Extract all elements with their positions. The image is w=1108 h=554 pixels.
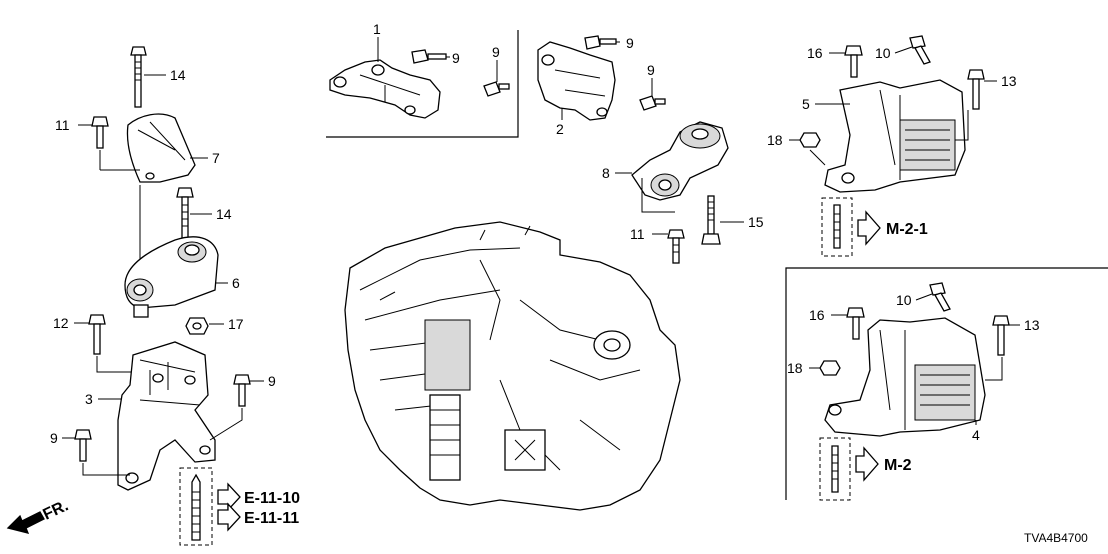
- bolt-16-top: [844, 45, 863, 78]
- section-box-part4: [785, 267, 1108, 500]
- bolt-9-top-c: [584, 35, 617, 50]
- nut-17: [185, 317, 209, 335]
- part-1-bracket: [329, 59, 441, 119]
- stud-m21: [821, 197, 853, 257]
- reference-e11-11: E-11-11: [244, 510, 299, 527]
- reference-e11-10: E-11-10: [244, 490, 300, 507]
- callout-9: 9: [452, 50, 460, 66]
- callout-3: 3: [85, 391, 93, 407]
- callout-13: 13: [1001, 73, 1017, 89]
- stud-e11: [179, 467, 213, 546]
- callout-7: 7: [212, 150, 220, 166]
- bolt-12: [88, 314, 106, 355]
- arrow-m2: [855, 446, 879, 482]
- bolt-9-top-a: [411, 49, 447, 64]
- stud-m2: [819, 437, 851, 501]
- nut-18-top: [799, 132, 821, 148]
- callout-15: 15: [748, 214, 764, 230]
- bolt-13-bottom: [992, 315, 1010, 356]
- callout-18: 18: [787, 360, 803, 376]
- part-3-bracket: [117, 341, 216, 491]
- arrow-e11-11: [217, 502, 241, 532]
- callout-8: 8: [602, 165, 610, 181]
- callout-16: 16: [807, 45, 823, 61]
- callout-11: 11: [630, 226, 645, 242]
- bolt-9-left-lower: [74, 429, 92, 462]
- bolt-10-bottom: [929, 282, 951, 312]
- callout-2: 2: [556, 121, 564, 137]
- part-6-rear-mount: [124, 236, 219, 318]
- bolt-9-left-mid: [233, 374, 251, 407]
- part-2-bracket: [537, 41, 616, 121]
- callout-14: 14: [216, 206, 232, 222]
- bolt-9-top-b: [483, 81, 510, 97]
- part-5-transmission-mount: [824, 79, 966, 193]
- arrow-e11-10: [217, 482, 241, 512]
- callout-6: 6: [232, 275, 240, 291]
- arrow-m21: [857, 210, 881, 246]
- engine-transmission-assembly: [344, 221, 681, 511]
- bolt-15: [701, 195, 721, 245]
- callout-5: 5: [802, 96, 810, 112]
- diagram-code: TVA4B4700: [1024, 531, 1088, 545]
- callout-9: 9: [50, 430, 58, 446]
- part-4-transmission-mount: [824, 317, 986, 437]
- section-box-part1: [326, 30, 519, 138]
- part-8-front-mount: [631, 121, 729, 201]
- callout-14: 14: [170, 67, 186, 83]
- reference-m2: M-2: [884, 457, 912, 474]
- callout-12: 12: [53, 315, 69, 331]
- callout-9: 9: [647, 62, 655, 78]
- callout-16: 16: [809, 307, 825, 323]
- callout-1: 1: [373, 21, 381, 37]
- bolt-16-bottom: [846, 307, 865, 340]
- nut-18-bottom: [819, 360, 841, 376]
- reference-m21: M-2-1: [886, 221, 928, 238]
- front-direction-arrow: [6, 511, 45, 534]
- callout-9: 9: [626, 35, 634, 51]
- callout-18: 18: [767, 132, 783, 148]
- callout-10: 10: [875, 45, 891, 61]
- callout-11: 11: [55, 117, 70, 133]
- callout-9: 9: [268, 373, 276, 389]
- bolt-13-top: [967, 69, 985, 110]
- bolt-14-top: [130, 46, 147, 108]
- bolt-10-top: [909, 35, 931, 65]
- bolt-11-center: [667, 229, 685, 264]
- part-7-stiffener: [126, 113, 196, 183]
- callout-9: 9: [492, 44, 500, 60]
- bolt-9-top-d: [639, 95, 666, 111]
- front-direction-label: FR.: [41, 497, 72, 523]
- callout-10: 10: [896, 292, 912, 308]
- callout-4: 4: [972, 427, 980, 443]
- bolt-11-left: [91, 116, 109, 149]
- callout-13: 13: [1024, 317, 1040, 333]
- bolt-14-mid: [176, 187, 194, 244]
- callout-17: 17: [228, 316, 244, 332]
